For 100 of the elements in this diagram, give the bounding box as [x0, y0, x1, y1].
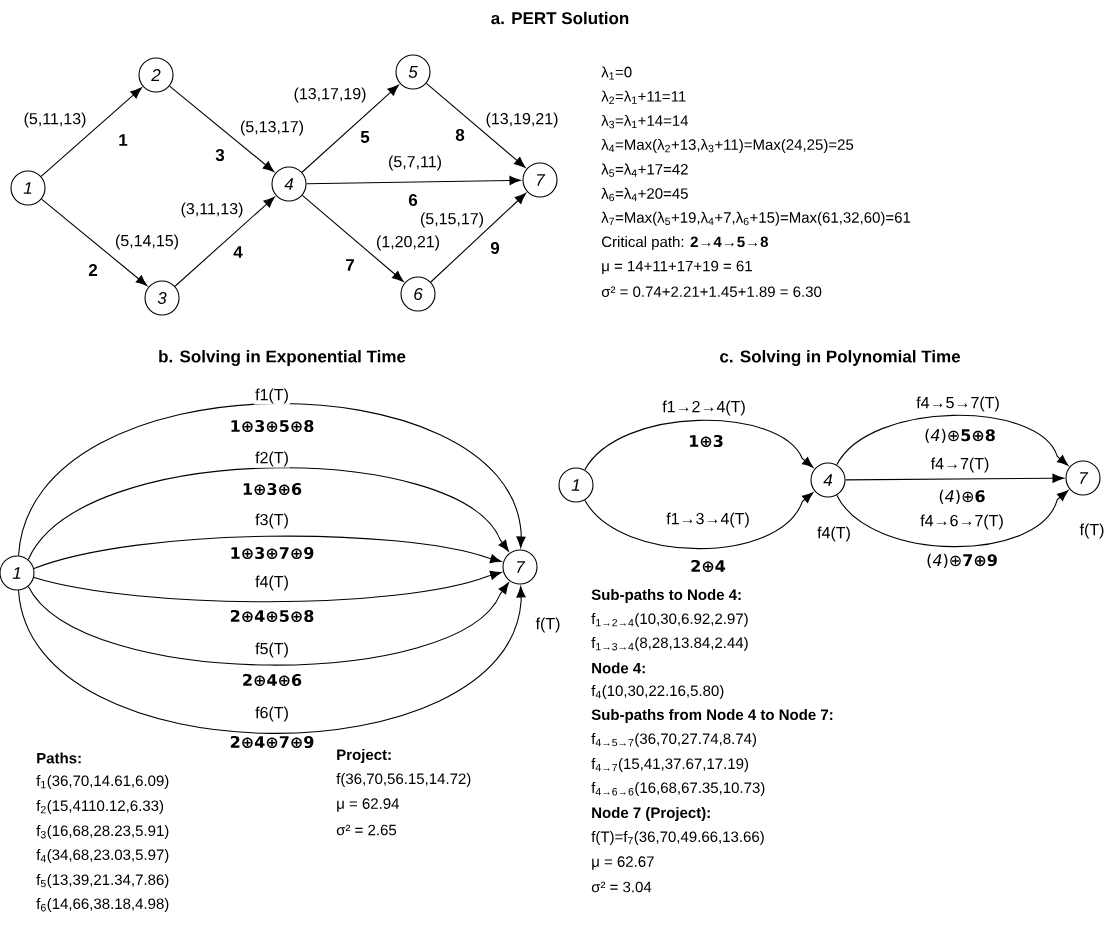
path-expression: 2⊕4 [691, 559, 726, 573]
path-expression: 1⊕3⊕5⊕8 [231, 419, 314, 433]
arrow [33, 570, 502, 603]
equation-line: f$_{2}$(15,4110.12,6.33) [36, 800, 164, 814]
edge-label: (5,11,13) [22, 111, 88, 129]
equation-line: μ = 62.94 [337, 798, 400, 812]
equation-line: μ = 62.67 [592, 856, 654, 870]
block-heading: Sub-paths to Node 4: [591, 589, 741, 603]
edge-label: f1→2→4(T) [661, 399, 747, 417]
equation-line: f$_{4}$(34,68,23.03,5.97) [36, 849, 169, 863]
edge-label: f1→3→4(T) [665, 511, 751, 529]
equation-line: f$_{4→5→7}$(36,70,27.74,8.74) [591, 733, 757, 747]
equation-line: f$_{1}$(36,70,14.61,6.09) [36, 775, 169, 789]
path-expression: (4)⊕5⊕8 [925, 428, 995, 444]
activity-number: 3 [215, 148, 225, 162]
arrow [33, 535, 502, 569]
equation-line: λ$_{4}$=Max(λ$_{2}$+13,λ$_{3}$+11)=Max(24,25)=25 [601, 138, 854, 153]
equation-line: σ² = 2.65 [336, 824, 397, 836]
activity-number: 8 [455, 129, 465, 141]
block-heading: Project: [337, 749, 391, 763]
equation-line: λ$_{7}$=Max(λ$_{5}$+19,λ$_{4}$+7,λ$_{6}$+15)=Max(61,32,60)=61 [601, 211, 911, 226]
arrow [174, 196, 275, 287]
equation-line: f$_{6}$(14,66,38.18,4.98) [36, 898, 169, 912]
edge-label: f4→5→7(T) [915, 395, 1001, 413]
edge-label: (13,17,19) [292, 86, 368, 104]
arrow [584, 492, 814, 550]
equation-line: f(T)=f$_{7}$(36,70,49.66,13.66) [591, 831, 764, 845]
path-expression: 1⊕3 [690, 434, 723, 448]
arrow [425, 82, 526, 168]
equation-line: f$_{4→6→6}$(16,68,67.35,10.73) [591, 782, 765, 796]
edge-label: f2(T) [254, 450, 290, 468]
section-heading: c. Solving in Polynomial Time [720, 350, 961, 366]
activity-number: 1 [119, 134, 128, 146]
equation-line: σ² = 3.04 [591, 881, 652, 893]
equation-line: λ$_{5}$=λ$_{4}$+17=42 [601, 163, 688, 177]
equation-line: f(36,70,56.15,14.72) [336, 773, 471, 787]
path-expression: 2⊕4⊕5⊕8 [230, 609, 314, 623]
equation-line: σ² = 0.74+2.21+1.45+1.89 = 6.30 [601, 286, 822, 297]
equation-line: Critical path: 2→4→5→8 [601, 236, 768, 251]
arrow [41, 198, 148, 286]
equation-line: f$_{1→2→4}$(10,30,6.92,2.97) [591, 613, 748, 627]
block-heading: Sub-paths from Node 4 to Node 7: [591, 709, 833, 723]
arrow [836, 490, 1069, 548]
equation-line: f$_{3}$(16,68,28.23,5.91) [36, 825, 169, 839]
section-heading: a. PERT Solution [491, 11, 629, 25]
activity-number: 2 [88, 264, 98, 276]
edge-label: (5,15,17) [419, 211, 485, 229]
edge-label: f3(T) [254, 512, 290, 530]
arrow [301, 194, 404, 282]
arrow [18, 586, 526, 734]
edge-label: f1(T) [254, 387, 290, 405]
equation-line: f$_{4}$(10,30,22.16,5.80) [591, 685, 724, 699]
path-expression: 1⊕3⊕6 [243, 482, 302, 496]
arrow [169, 85, 275, 172]
edge-label: f4→6→7(T) [919, 513, 1005, 531]
edge-label: (5,13,17) [239, 119, 306, 137]
node-caption: f4(T) [817, 526, 850, 542]
edge-label: (13,19,21) [484, 111, 560, 129]
node-caption: f(T) [535, 617, 560, 633]
edge-label: f5(T) [254, 641, 290, 659]
arrow [40, 87, 142, 177]
arrow [584, 419, 814, 471]
arrow [430, 192, 527, 283]
path-expression: 2⊕4⊕6 [243, 673, 302, 687]
arrow [845, 473, 1064, 483]
equation-line: λ$_{3}$=λ$_{1}$+14=14 [601, 114, 689, 129]
equation-line: μ = 14+11+17+19 = 61 [602, 260, 752, 275]
equation-line: λ$_{2}$=λ$_{1}$+11=11 [601, 90, 686, 104]
edge-label: (1,20,21) [375, 234, 442, 252]
equation-line: λ$_{6}$=λ$_{4}$+20=45 [601, 187, 688, 202]
edge-label: (3,11,13) [179, 201, 245, 219]
block-heading: Node 4: [592, 662, 645, 674]
activity-number: 5 [360, 131, 370, 143]
equation-line: f$_{1→3→4}$(8,28,13.84,2.44) [591, 637, 748, 651]
node-caption: f(T) [1079, 523, 1104, 539]
section-heading: b. Solving in Exponential Time [159, 350, 406, 366]
path-expression: 2⊕4⊕7⊕9 [230, 735, 314, 749]
equation-line: λ$_{1}$=0 [601, 66, 632, 80]
edge-label: (5,7,11) [387, 154, 443, 172]
arrow [18, 403, 526, 557]
edge-label: (5,14,15) [114, 233, 181, 251]
path-expression: 1⊕3⊕7⊕9 [231, 546, 314, 560]
arrow [306, 175, 521, 186]
path-expression: (4)⊕7⊕9 [927, 553, 997, 569]
path-expression: (4)⊕6 [939, 489, 985, 505]
activity-number: 9 [490, 242, 500, 254]
block-heading: Paths: [37, 752, 81, 764]
arrow [27, 582, 509, 666]
arrow [27, 467, 509, 561]
equation-line: f$_{4→7}$(15,41,37.67,17.19) [591, 758, 749, 772]
arrow [836, 414, 1069, 466]
activity-number: 6 [408, 194, 418, 206]
edge-label: f4→7(T) [929, 456, 991, 474]
equation-line: f$_{5}$(13,39,21.34,7.86) [36, 874, 169, 888]
block-heading: Node 7 (Project): [592, 807, 710, 821]
activity-number: 4 [233, 246, 243, 258]
edge-label: f4(T) [254, 574, 290, 592]
arrow [301, 84, 399, 173]
edge-label: f6(T) [254, 705, 290, 723]
activity-number: 7 [346, 259, 354, 271]
